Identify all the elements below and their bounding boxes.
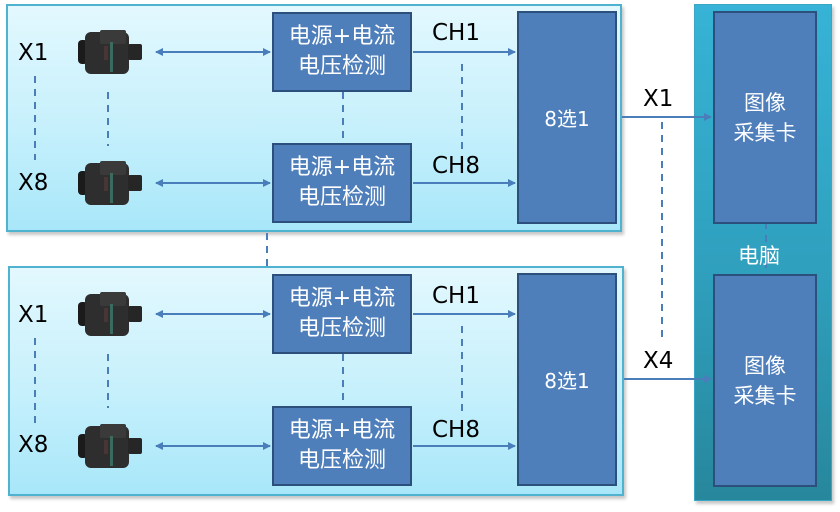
detector-label-line1: 电源+电流 (288, 24, 396, 49)
capture-card-label-line1: 图像 (744, 353, 786, 378)
power-detector-block: 电源+电流 电压检测 (272, 143, 412, 223)
detector-label-line1: 电源+电流 (288, 286, 396, 311)
power-detector-block: 电源+电流 电压检测 (272, 406, 412, 486)
channel-label-g1-first: CH1 (432, 20, 480, 46)
channel-label-g1-last: CH8 (432, 153, 480, 179)
detector-label-line2: 电压检测 (297, 54, 386, 79)
power-detector-block: 电源+电流 电压检测 (272, 12, 412, 92)
computer-label: 电脑 (738, 244, 780, 268)
output-label-g1: X1 (643, 86, 674, 112)
multiplexer-block-g2: 8选1 (517, 273, 617, 486)
mux-label: 8选1 (544, 369, 590, 393)
detector-label-line2: 电压检测 (297, 316, 386, 341)
output-label-g2: X4 (643, 348, 674, 374)
camera-label-g2-last: X8 (18, 432, 49, 458)
camera-label-g1-last: X8 (18, 170, 49, 196)
mux-label: 8选1 (544, 107, 590, 131)
capture-card-label-line2: 采集卡 (733, 383, 797, 408)
detector-label-line1: 电源+电流 (288, 155, 396, 180)
detector-label-line2: 电压检测 (297, 185, 386, 210)
multiplexer-block-g1: 8选1 (517, 11, 617, 224)
power-detector-block: 电源+电流 电压检测 (272, 274, 412, 354)
camera-label-g2-first: X1 (18, 302, 49, 328)
capture-card-block-2: 图像 采集卡 (713, 274, 817, 487)
channel-label-g2-first: CH1 (432, 283, 480, 309)
capture-card-block-1: 图像 采集卡 (713, 11, 817, 224)
capture-card-label-line2: 采集卡 (733, 120, 797, 145)
detector-label-line2: 电压检测 (297, 448, 386, 473)
detector-label-line1: 电源+电流 (288, 418, 396, 443)
camera-module-icon (76, 420, 146, 472)
channel-label-g2-last: CH8 (432, 417, 480, 443)
camera-label-g1-first: X1 (18, 40, 49, 66)
camera-module-icon (76, 157, 146, 209)
capture-card-label-line1: 图像 (744, 90, 786, 115)
camera-module-icon (76, 288, 146, 340)
camera-module-icon (76, 26, 146, 78)
